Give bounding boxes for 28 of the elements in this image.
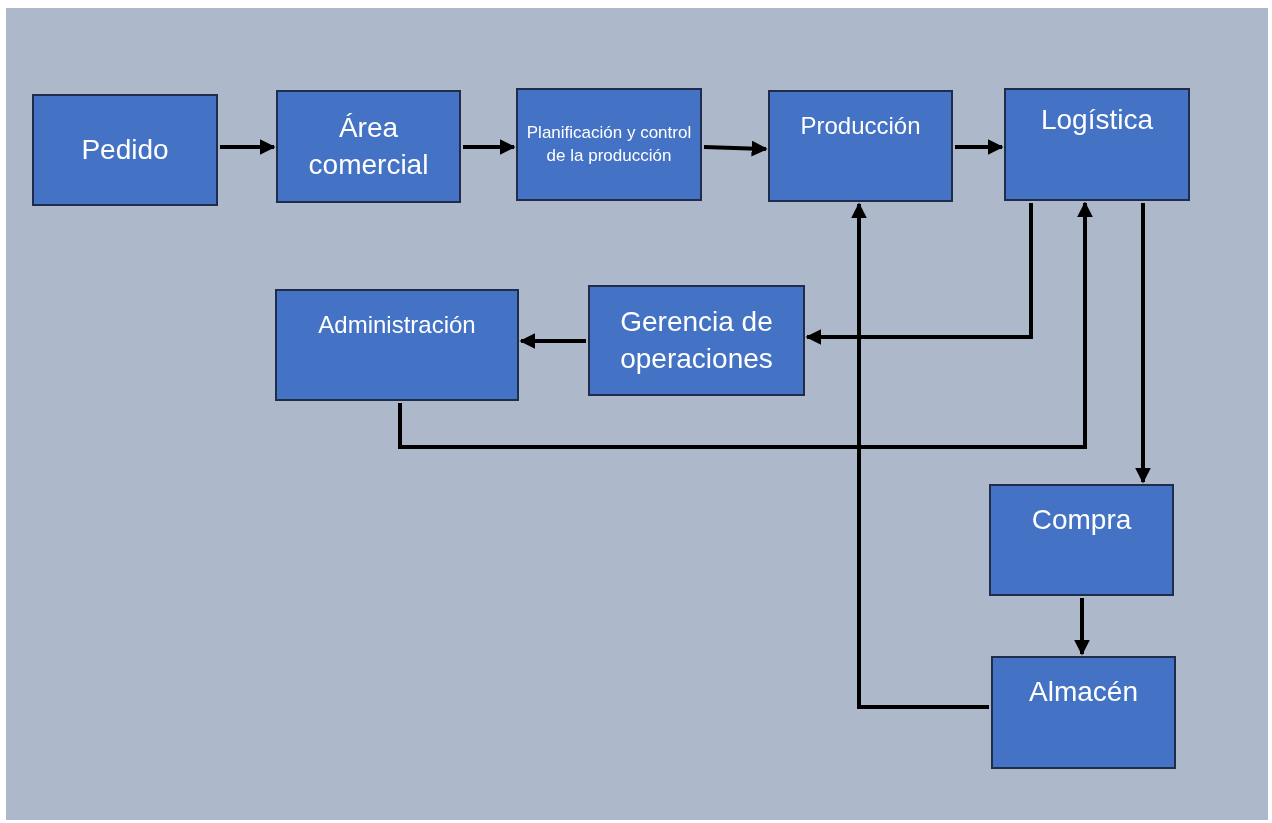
arrow (1074, 598, 1090, 656)
box-label: Gerencia de operaciones (619, 305, 774, 376)
box-label: Producción (800, 111, 921, 142)
arrow (955, 139, 1004, 155)
box-label: Almacén (1029, 675, 1138, 710)
box-label: Logística (1040, 103, 1154, 138)
box-label: Área comercial (307, 111, 430, 182)
arrow (220, 139, 276, 155)
process-box (32, 94, 218, 206)
process-box (275, 289, 519, 401)
process-box (989, 484, 1174, 596)
process-box (516, 88, 702, 201)
box-label: Planificación y control de la producción (525, 122, 693, 167)
process-box (588, 285, 805, 396)
arrow (851, 202, 989, 709)
process-box (991, 656, 1176, 769)
arrow (519, 333, 586, 349)
arrow (1135, 203, 1151, 484)
box-label: Administración (318, 310, 476, 341)
arrow (703, 140, 768, 157)
process-box (768, 90, 953, 202)
process-box (1004, 88, 1190, 201)
arrow (463, 139, 516, 155)
box-label: Pedido (81, 132, 169, 167)
arrow (398, 201, 1093, 449)
box-label: Compra (1031, 502, 1132, 537)
process-box (276, 90, 461, 203)
arrow (805, 203, 1033, 345)
